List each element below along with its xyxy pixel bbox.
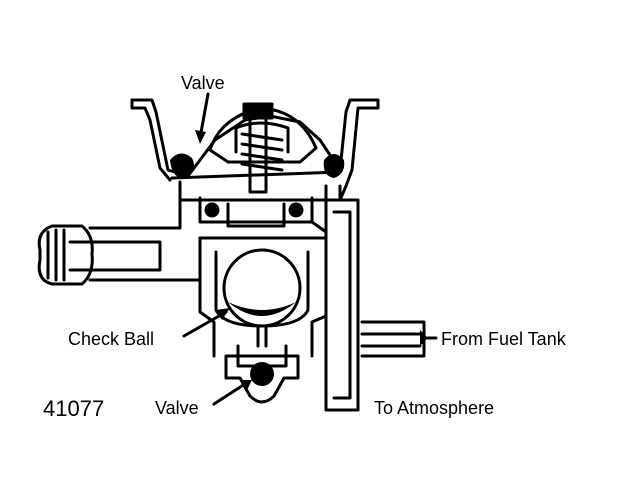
- fuel-inlet-inner: [360, 332, 422, 348]
- outlet-pipe-top: [88, 182, 182, 230]
- seat-inner: [226, 202, 286, 228]
- check-ball-shade: [228, 302, 296, 316]
- diaphragm: [170, 170, 342, 180]
- fuel-tank-arrowhead: [420, 330, 428, 346]
- check-ball: [222, 248, 302, 328]
- hose-end: [37, 224, 94, 286]
- valve-stem-cap: [242, 102, 274, 120]
- body-left-wall: [198, 236, 216, 358]
- body-right-wall: [310, 220, 328, 358]
- check-ball-arrowhead: [216, 308, 230, 320]
- figure-number: 41077: [43, 396, 105, 421]
- vent-tube-inner: [332, 210, 352, 400]
- hose-ribs: [46, 228, 66, 282]
- check-ball-label: Check Ball: [68, 329, 155, 349]
- lower-ball-valve: [250, 362, 274, 386]
- valve-bottom-arrowhead: [240, 380, 252, 392]
- lower-stem: [256, 324, 268, 348]
- left-seal: [170, 153, 194, 179]
- fuel-inlet-pipe: [360, 320, 426, 358]
- right-seal: [323, 154, 345, 178]
- valve-top-arrowhead: [195, 130, 206, 144]
- valve-bottom-leader: [212, 380, 250, 406]
- valve-stem: [248, 116, 268, 194]
- valve-top-leader: [198, 92, 210, 140]
- valve-top-label: Valve: [181, 73, 225, 93]
- valve-bottom-label: Valve: [155, 398, 199, 418]
- lower-housing: [224, 354, 300, 404]
- seat-nub-left: [204, 202, 220, 218]
- housing-rim-inner-left: [130, 98, 172, 182]
- vent-tube-outer: [324, 198, 360, 412]
- outlet-pipe-bottom: [88, 236, 202, 282]
- from-fuel-tank-label: From Fuel Tank: [441, 329, 566, 349]
- dome-inner: [234, 121, 290, 154]
- valve-spring: [240, 132, 284, 172]
- seat-nub-right: [288, 202, 304, 218]
- to-atmosphere-label: To Atmosphere: [374, 398, 495, 418]
- outlet-pipe-inner: [68, 240, 162, 272]
- seat-plate: [198, 196, 314, 224]
- check-ball-leader: [182, 310, 228, 338]
- housing-rim: [130, 98, 380, 202]
